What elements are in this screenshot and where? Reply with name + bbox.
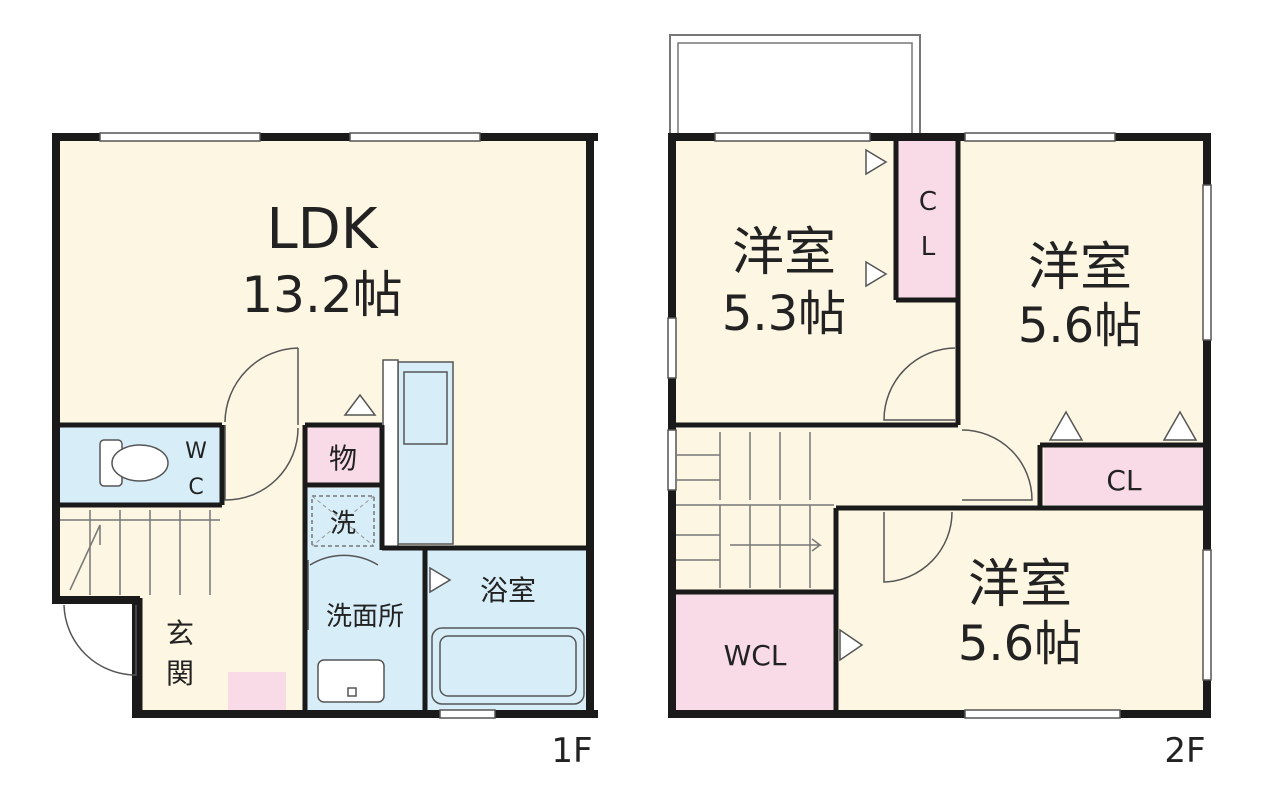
closet-b-label: CL — [1106, 464, 1142, 497]
floor-2: 洋室 5.3帖 C L 洋室 5.6帖 CL 洋室 5.6帖 WCL 2F — [667, 34, 1212, 771]
closet-b — [1044, 445, 1203, 505]
fridge-space — [382, 359, 399, 549]
room-a-lower — [676, 300, 958, 425]
1f-windows — [99, 132, 496, 719]
washbasin-fixture — [317, 659, 385, 703]
entrance-floor — [140, 598, 220, 710]
room-c — [836, 508, 1203, 710]
closet-a-label-bottom: L — [921, 232, 936, 262]
floor-2-label: 2F — [1164, 731, 1205, 771]
storage-room — [305, 425, 380, 483]
entrance-label-top: 玄 — [166, 617, 194, 650]
ldk-room — [60, 140, 590, 425]
wc-label-bottom: C — [188, 475, 203, 500]
washroom-label: 洗面所 — [326, 602, 404, 632]
1f-doors — [63, 347, 452, 676]
wcl-room — [676, 592, 834, 710]
storage-label: 物 — [329, 442, 357, 475]
room-b-size-label: 5.6帖 — [1018, 298, 1142, 354]
bathtub-fixture — [431, 627, 585, 705]
2f-windows — [667, 132, 1212, 719]
laundry-label: 洗 — [330, 509, 356, 539]
toilet-fixture — [99, 439, 169, 487]
ldk-name-label: LDK — [266, 197, 378, 262]
room-c-name-label: 洋室 — [968, 555, 1072, 615]
laundry-pan — [311, 495, 375, 547]
bath-label: 浴室 — [480, 574, 536, 607]
room-a-size-label: 5.3帖 — [722, 286, 846, 342]
1f-interior-walls — [56, 422, 594, 714]
room-b-name-label: 洋室 — [1028, 238, 1132, 298]
room-a-name-label: 洋室 — [732, 223, 836, 283]
2f-doors — [839, 148, 1198, 662]
wcl-label: WCL — [724, 639, 787, 672]
closet-a — [896, 140, 956, 300]
wc-label-top: W — [185, 439, 207, 464]
2f-interior-walls — [672, 137, 1207, 714]
2f-stairs — [676, 432, 834, 588]
floor-1: LDK 13.2帖 W C 物 洗 洗面所 浴室 玄 関 1F — [52, 132, 598, 771]
hall-floor — [220, 425, 305, 710]
room-c-size-label: 5.6帖 — [958, 616, 1082, 672]
balcony — [669, 34, 921, 136]
sink — [403, 371, 448, 445]
closet-a-label-top: C — [919, 187, 937, 217]
1f-stairs — [60, 510, 220, 595]
stairs-2f-floor — [676, 428, 836, 590]
ldk-size-label: 13.2帖 — [241, 266, 402, 324]
entrance-label-bottom: 関 — [166, 657, 194, 690]
shoe-box — [228, 672, 286, 710]
bathroom — [425, 550, 590, 710]
floor-1-label: 1F — [551, 731, 592, 771]
laundry-space — [305, 488, 380, 550]
